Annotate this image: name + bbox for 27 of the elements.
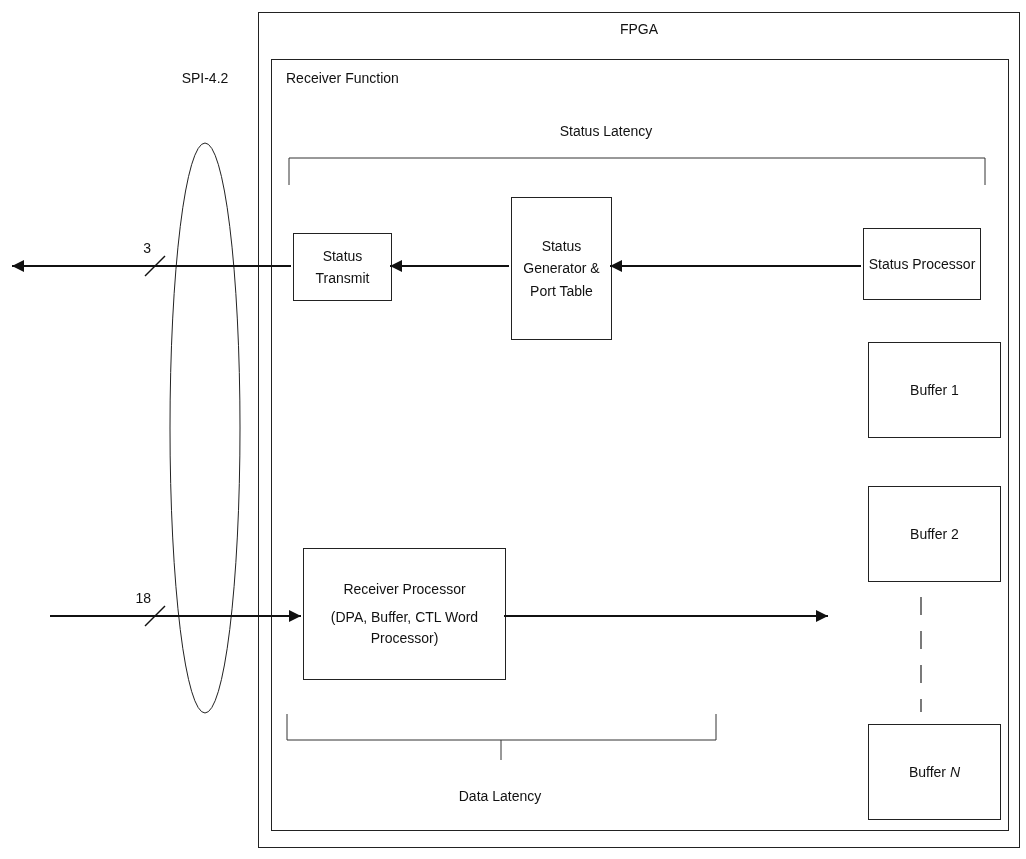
buffer-box	[868, 724, 1001, 820]
edge-label: 18	[135, 590, 151, 606]
latency-label: Status Latency	[559, 123, 653, 139]
buffer-box	[868, 486, 1001, 582]
box-label: Status Processor	[868, 254, 976, 274]
box-label: Receiver Function	[286, 70, 399, 86]
arrow	[12, 260, 291, 272]
box-description: (DPA, Buffer, CTL Word Processor)	[329, 607, 480, 649]
box-label: Receiver Processor	[343, 580, 466, 600]
edge-label: 3	[143, 240, 151, 256]
latency-label: Data Latency	[458, 788, 542, 804]
box-label: Status Generator & Port Table	[522, 236, 601, 301]
process-box	[511, 197, 612, 340]
process-box	[293, 233, 392, 301]
box-label: Status Transmit	[314, 246, 371, 288]
process-box	[863, 228, 981, 300]
arrow	[390, 260, 509, 272]
buffer-box	[868, 342, 1001, 438]
arrow	[610, 260, 861, 272]
box-label: SPI-4.2	[180, 70, 230, 86]
arrow	[504, 610, 828, 622]
box-label: Buffer 1	[910, 380, 959, 400]
box-label: Buffer N	[908, 762, 961, 782]
process-box	[303, 548, 506, 680]
box-label: FPGA	[618, 21, 660, 37]
arrow	[50, 610, 301, 622]
box-label: Buffer 2	[910, 524, 959, 544]
